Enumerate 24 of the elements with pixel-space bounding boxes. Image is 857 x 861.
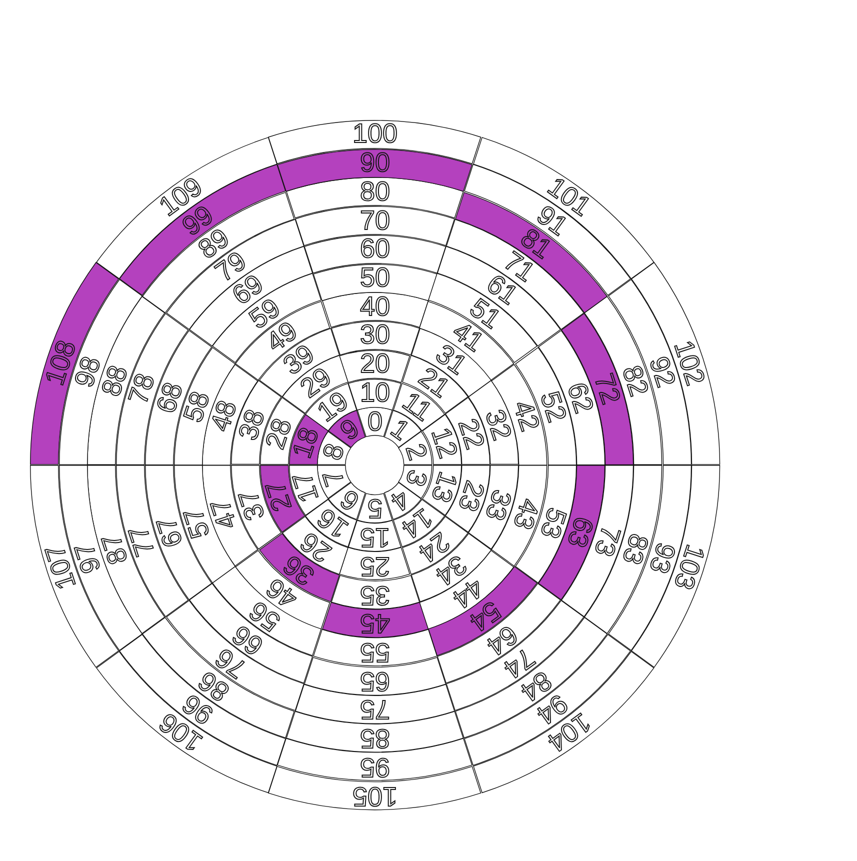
- cell-number: 10: [360, 379, 390, 406]
- cell-number: 45: [360, 610, 390, 637]
- cell-number: 30: [360, 322, 390, 349]
- cell-number: 20: [360, 350, 390, 378]
- cell-number: 8: [318, 440, 349, 463]
- cell-number: 35: [360, 581, 390, 608]
- cell-number: 85: [360, 724, 390, 752]
- cell-number: 100: [352, 120, 398, 148]
- cell-number: 95: [360, 753, 390, 780]
- cell-number: 50: [360, 264, 390, 292]
- cell-number: 90: [360, 150, 390, 177]
- cell-number: 60: [360, 236, 390, 263]
- cell-number: 105: [352, 782, 398, 810]
- cell-number: 0: [367, 408, 382, 436]
- cell-number: 3: [401, 467, 432, 490]
- cell-number: 15: [360, 524, 390, 551]
- cell-number: 25: [360, 552, 390, 580]
- cell-number: 65: [360, 667, 390, 694]
- cell-number: 5: [367, 494, 382, 522]
- cell-number: 40: [360, 293, 390, 320]
- cell-number: 80: [360, 178, 390, 206]
- cell-number: 75: [360, 696, 390, 723]
- cell-number: 70: [360, 207, 390, 234]
- cell-number: 55: [360, 638, 390, 666]
